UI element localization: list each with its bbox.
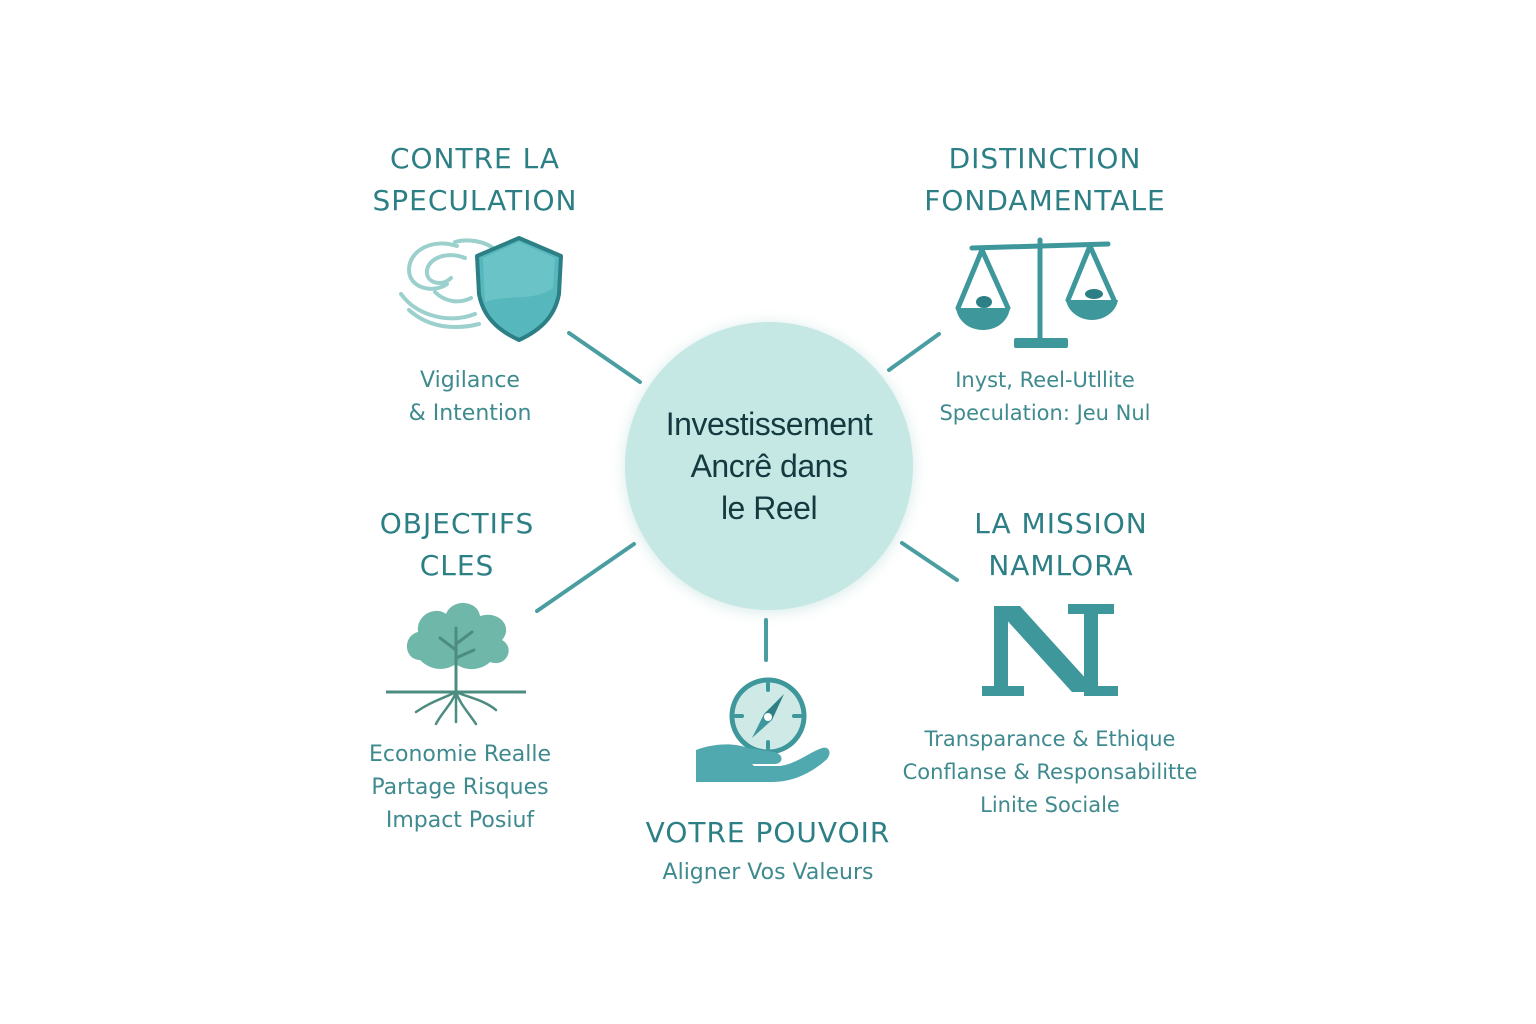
node-line: Vigilance (420, 368, 520, 393)
connector-mission (900, 541, 959, 582)
connector-contre (567, 331, 642, 384)
node-line: Conflanse & Responsabilitte (902, 760, 1198, 784)
tree-icon (386, 602, 526, 726)
heading-line: VOTRE POUVOIR (645, 816, 891, 849)
connector-distinction (887, 332, 941, 372)
node-distinction-text: Inyst, Reel-Utllite Speculation: Jeu Nul (900, 364, 1190, 430)
central-topic: Investissement Ancrê dans le Reel (625, 322, 913, 610)
node-contre-heading: CONTRE LA SPECULATION (330, 138, 620, 222)
node-line: & Intention (408, 401, 532, 426)
node-mission-heading: LA MISSION NAMLORA (930, 503, 1192, 587)
heading-line: SPECULATION (372, 184, 578, 217)
heading-line: DISTINCTION (948, 142, 1142, 175)
node-pouvoir-text: Aligner Vos Valeurs (618, 856, 918, 889)
node-line: Partage Risques (371, 775, 549, 800)
node-line: Aligner Vos Valeurs (662, 860, 874, 885)
node-mission-text: Transparance & Ethique Conflanse & Respo… (880, 723, 1220, 822)
hand-compass-icon (696, 677, 830, 782)
letter-n-logo (982, 604, 1118, 696)
heading-line: CLES (419, 549, 495, 582)
central-topic-label: Investissement Ancrê dans le Reel (639, 403, 899, 529)
node-objectifs-heading: OBJECTIFS CLES (327, 503, 587, 587)
node-line: Inyst, Reel-Utllite (955, 368, 1135, 392)
node-line: Speculation: Jeu Nul (939, 401, 1151, 425)
heading-line: CONTRE LA (389, 142, 561, 175)
heading-line: OBJECTIFS (379, 507, 535, 540)
central-topic-line: le Reel (720, 490, 818, 526)
node-line: Linite Sociale (980, 793, 1120, 817)
node-line: Economie Realle (368, 742, 551, 767)
heading-line: LA MISSION (974, 507, 1148, 540)
node-distinction-heading: DISTINCTION FONDAMENTALE (880, 138, 1210, 222)
node-line: Impact Posiuf (385, 808, 535, 833)
central-topic-line: Investissement (665, 406, 873, 442)
heading-line: FONDAMENTALE (924, 184, 1166, 217)
central-topic-line: Ancrê dans (690, 448, 848, 484)
shield-icon (399, 236, 563, 342)
heading-line: NAMLORA (988, 549, 1134, 582)
connector-objectifs (535, 542, 636, 613)
node-contre-text: Vigilance & Intention (340, 364, 600, 430)
node-line: Transparance & Ethique (924, 727, 1176, 751)
node-objectifs-text: Economie Realle Partage Risques Impact P… (320, 738, 600, 837)
scales-icon (955, 237, 1118, 348)
node-pouvoir-heading: VOTRE POUVOIR (618, 812, 918, 854)
